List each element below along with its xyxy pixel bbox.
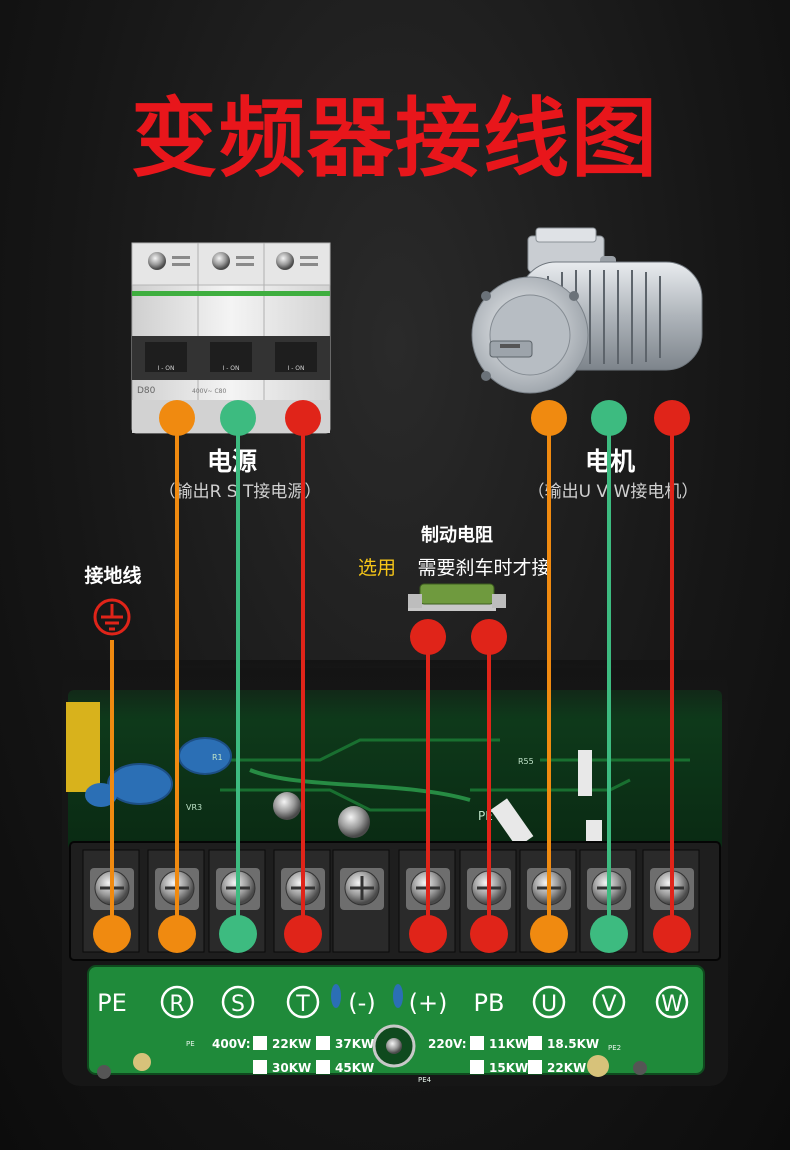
- source-dot: [471, 619, 507, 655]
- power-220-item: 11KW: [489, 1037, 528, 1051]
- terminal-dot: [219, 915, 257, 953]
- brake-note: 需要刹车时才接: [417, 557, 550, 579]
- inverter-board: R55 VR3 R1 PE PE R S T (-) (+) PB U V W 400V: 22K…: [62, 660, 728, 1086]
- terminal-label: W: [661, 992, 683, 1017]
- terminal-dot: [93, 915, 131, 953]
- terminal-dot: [530, 915, 568, 953]
- terminal-label: R: [169, 992, 184, 1017]
- source-dot: [654, 400, 690, 436]
- terminal-label-ring: [160, 985, 194, 1019]
- source-dot: [591, 400, 627, 436]
- connection-dots: [93, 400, 691, 953]
- terminal-label: (-): [348, 989, 375, 1017]
- power-400-item: 37KW: [335, 1037, 374, 1051]
- terminal-dot: [284, 915, 322, 953]
- source-dot: [531, 400, 567, 436]
- wires: [110, 418, 674, 934]
- brake-optional-tag: 选用: [358, 557, 396, 579]
- pe-mark: PE2: [608, 1044, 621, 1052]
- source-dot: [220, 400, 256, 436]
- power-220-item: 18.5KW: [547, 1037, 599, 1051]
- power-400-item: 22KW: [272, 1037, 311, 1051]
- brake-resistor-label: 制动电阻: [421, 524, 493, 546]
- terminal-label: U: [541, 992, 557, 1017]
- breaker-switch-text: I - ON: [223, 365, 240, 372]
- power-220-item: 22KW: [547, 1061, 586, 1075]
- terminal-label: T: [295, 992, 310, 1017]
- pcb-silkscreen-vr3: VR3: [186, 803, 202, 812]
- v400-label: 400V:: [212, 1037, 251, 1051]
- breaker-model: D80: [137, 386, 156, 396]
- breaker-rating: 400V~ C80: [192, 388, 226, 395]
- terminal-label-ring: [532, 985, 566, 1019]
- power-220-item: 15KW: [489, 1061, 528, 1075]
- terminal-dot: [470, 915, 508, 953]
- terminal-label-ring: [286, 985, 320, 1019]
- pe-mark: PE4: [418, 1076, 432, 1084]
- terminal-label: V: [601, 992, 616, 1017]
- pcb-silkscreen-r55: R55: [518, 757, 534, 766]
- power-400-item: 45KW: [335, 1061, 374, 1075]
- breaker-switch-text: I - ON: [158, 365, 175, 372]
- source-dot: [410, 619, 446, 655]
- ground-symbol-icon: [93, 598, 131, 636]
- source-dot: [285, 400, 321, 436]
- source-dot: [159, 400, 195, 436]
- pcb-silkscreen-r1: R1: [212, 753, 223, 762]
- motor-sub-label: （输出U V W接电机）: [528, 482, 699, 502]
- terminal-label: PE: [97, 989, 127, 1017]
- page-title: 变频器接线图: [131, 89, 659, 189]
- brake-resistor-icon: [408, 583, 506, 611]
- terminal-dot: [409, 915, 447, 953]
- pe-mark: PE: [186, 1040, 195, 1048]
- board-mount-holes: [97, 1024, 647, 1079]
- terminal-label: PB: [474, 989, 505, 1017]
- breaker-switch-text: I - ON: [288, 365, 305, 372]
- terminal-label-ring: [655, 985, 689, 1019]
- terminal-label-ring: [592, 985, 626, 1019]
- terminal-label: S: [231, 992, 245, 1017]
- terminal-dot: [653, 915, 691, 953]
- terminal-label-strip: PE R S T (-) (+) PB U V W: [97, 984, 689, 1019]
- electric-motor-icon: [471, 227, 703, 394]
- terminal-label: (+): [409, 989, 448, 1017]
- board-power-ratings: 400V: 22KW 37KW 30KW 45KW 220V: 11KW 18.…: [212, 1036, 599, 1075]
- capacitor-icon: [393, 984, 403, 1008]
- v220-label: 220V:: [428, 1037, 467, 1051]
- terminal-label-ring: [221, 985, 255, 1019]
- terminal-dot: [158, 915, 196, 953]
- ground-label: 接地线: [84, 564, 141, 587]
- terminal-dot: [590, 915, 628, 953]
- power-400-item: 30KW: [272, 1061, 311, 1075]
- capacitor-icon: [331, 984, 341, 1008]
- power-label: 电源: [207, 447, 257, 476]
